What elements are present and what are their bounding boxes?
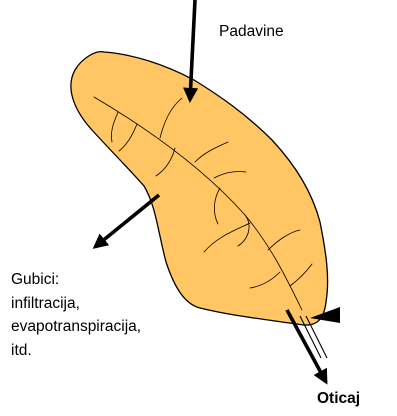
losses-label-line: itd. bbox=[11, 339, 141, 363]
losses-arrow bbox=[95, 195, 159, 247]
losses-label-line: evapotranspiracija, bbox=[11, 315, 141, 339]
losses-label: Gubici: infiltracija, evapotranspiracija… bbox=[11, 268, 141, 362]
losses-label-line: infiltracija, bbox=[11, 292, 141, 316]
precipitation-label: Padavine bbox=[219, 22, 284, 41]
losses-label-line: Gubici: bbox=[11, 268, 141, 292]
runoff-label: Oticaj bbox=[317, 389, 360, 408]
